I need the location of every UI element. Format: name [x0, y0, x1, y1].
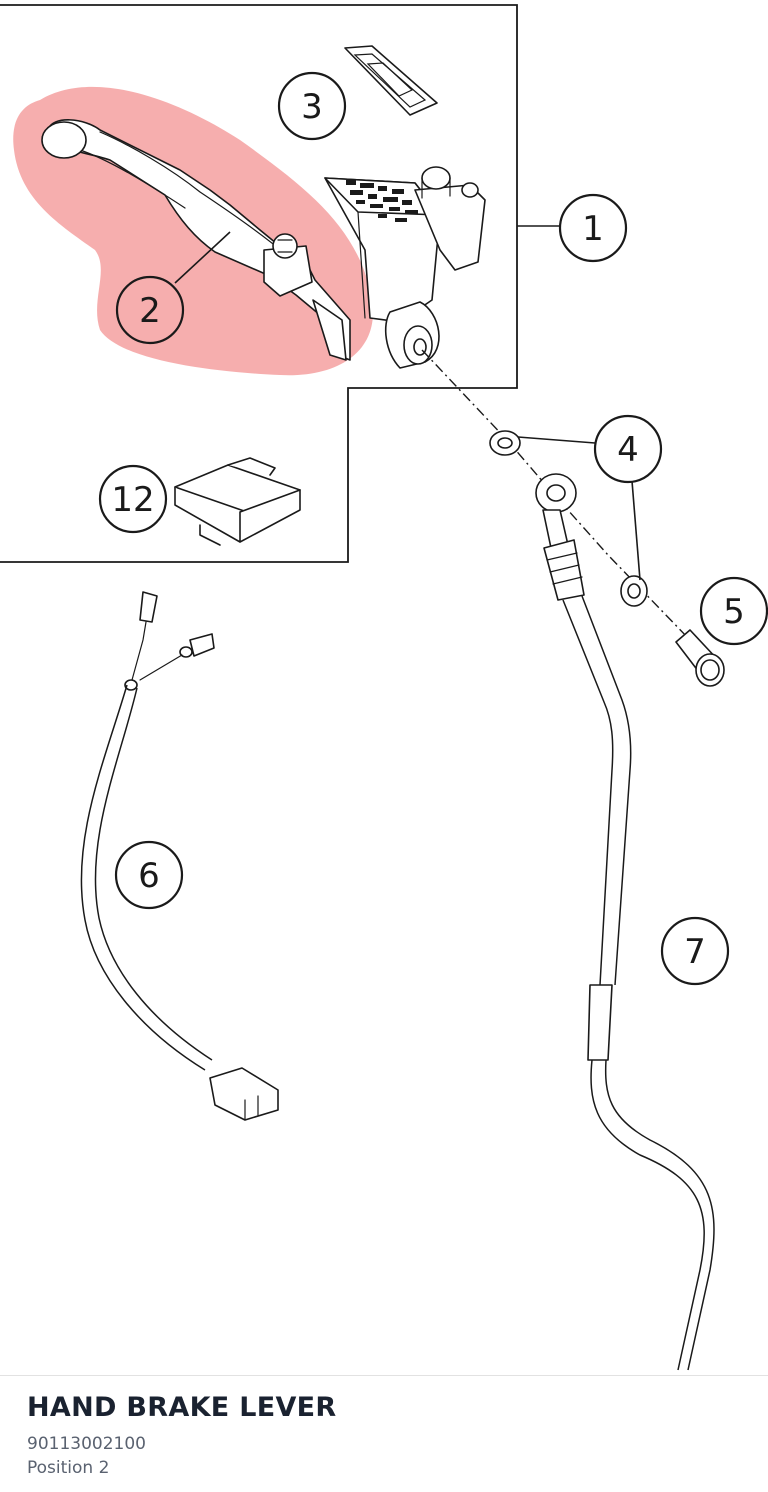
callout-12[interactable]: 12: [98, 464, 168, 534]
svg-text:3: 3: [301, 87, 323, 127]
part-2-brake-lever[interactable]: [41, 119, 351, 361]
callout-2[interactable]: 2: [115, 275, 185, 345]
callout-1[interactable]: 1: [558, 193, 628, 263]
part-12-module[interactable]: [174, 457, 301, 546]
callout-5[interactable]: 5: [699, 576, 768, 646]
part-info-panel: HAND BRAKE LEVER 90113002100 Position 2: [0, 1375, 768, 1492]
svg-text:1: 1: [582, 209, 604, 249]
callout-6[interactable]: 6: [114, 840, 184, 910]
part-4-washers[interactable]: [489, 430, 648, 607]
part-number: 90113002100: [27, 1434, 146, 1454]
part-1-master-cylinder[interactable]: [324, 166, 486, 369]
svg-text:12: 12: [111, 480, 154, 520]
part-5-banjo-bolt[interactable]: [675, 629, 725, 687]
part-6-switch-cable[interactable]: [80, 591, 279, 1121]
part-3-reservoir-cover[interactable]: [344, 45, 438, 116]
callout-7[interactable]: 7: [660, 916, 730, 986]
part-7-brake-hose[interactable]: [535, 473, 715, 1371]
svg-text:2: 2: [139, 291, 161, 331]
callout-4[interactable]: 4: [593, 414, 663, 484]
callout-3[interactable]: 3: [277, 71, 347, 141]
leader-line-4b: [631, 480, 641, 581]
leader-line-4a: [517, 436, 596, 444]
part-position: Position 2: [27, 1458, 110, 1478]
exploded-parts-diagram: 1 2 3 4 5 6 7 12: [0, 4, 768, 1371]
svg-text:7: 7: [684, 932, 706, 972]
part-title: HAND BRAKE LEVER: [27, 1392, 337, 1423]
leader-line-2: [174, 231, 231, 284]
svg-text:5: 5: [723, 592, 745, 632]
svg-text:4: 4: [617, 430, 639, 470]
assembly-frame: [0, 4, 518, 563]
svg-text:6: 6: [138, 856, 160, 896]
